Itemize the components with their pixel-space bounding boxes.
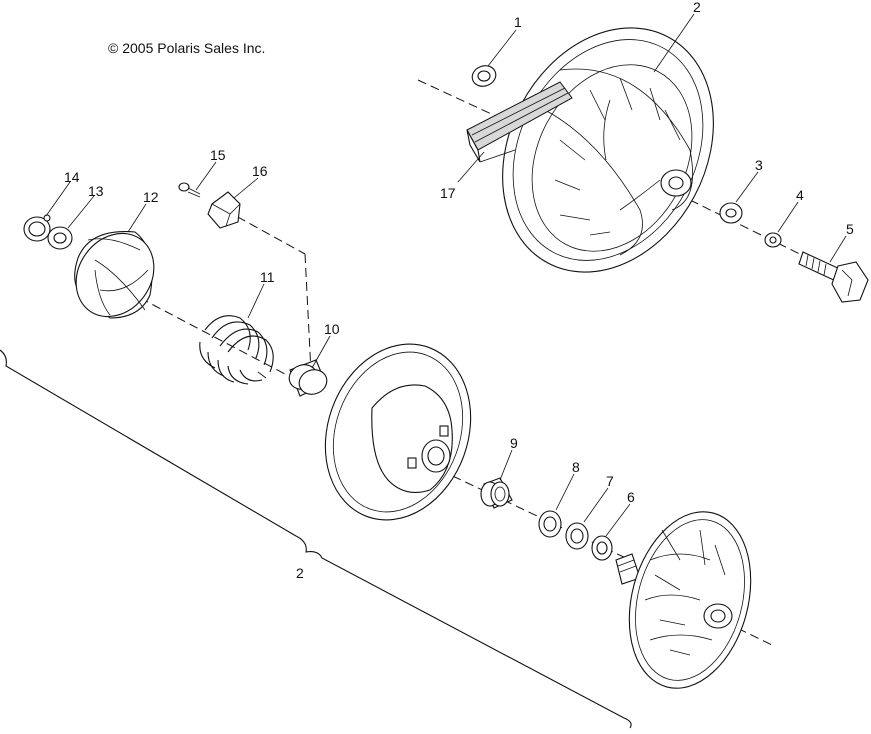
washer-part-1 <box>471 65 497 87</box>
callout-labels: 1 2 3 4 5 6 7 8 9 10 11 12 13 14 15 16 1… <box>64 0 854 581</box>
callout-6: 6 <box>627 489 635 505</box>
callout-9: 9 <box>510 435 518 451</box>
fixed-sheave <box>615 511 752 689</box>
callout-8: 8 <box>572 459 580 475</box>
assembly-bracket <box>0 349 632 729</box>
callout-14: 14 <box>64 169 80 185</box>
moveable-sheave <box>324 343 472 521</box>
callout-3: 3 <box>755 157 763 173</box>
spring-part-11 <box>199 315 274 385</box>
washer-part-13 <box>47 226 73 250</box>
copyright-notice: © 2005 Polaris Sales Inc. <box>108 40 266 56</box>
callout-13: 13 <box>88 183 104 199</box>
belt-part-17 <box>466 81 573 163</box>
callout-4: 4 <box>796 187 804 203</box>
callout-12: 12 <box>143 189 159 205</box>
bolt-part-5 <box>798 251 869 303</box>
callout-16: 16 <box>252 163 268 179</box>
washer-part-7 <box>565 522 589 550</box>
screw-part-15 <box>178 182 201 198</box>
callout-15: 15 <box>210 147 226 163</box>
bushing-part-10 <box>288 359 328 397</box>
lock-washer-part-4 <box>764 232 782 248</box>
callout-7: 7 <box>606 473 614 489</box>
washer-part-8 <box>538 510 562 538</box>
washer-part-6 <box>591 535 613 561</box>
callout-1: 1 <box>514 14 522 30</box>
callout-10: 10 <box>324 321 340 337</box>
callout-17: 17 <box>440 185 456 201</box>
callout-5: 5 <box>846 221 854 237</box>
snap-ring-part-14 <box>23 214 51 242</box>
callout-11: 11 <box>260 269 275 285</box>
callout-2: 2 <box>693 0 701 15</box>
drive-sheave-part-2 <box>502 27 714 273</box>
leader-lines <box>45 13 847 537</box>
button-part-16 <box>207 191 241 229</box>
washer-part-3 <box>719 202 743 224</box>
bushing-part-9 <box>480 477 513 509</box>
assembly-callout: 2 <box>296 565 304 581</box>
cam-part-12 <box>74 230 155 319</box>
